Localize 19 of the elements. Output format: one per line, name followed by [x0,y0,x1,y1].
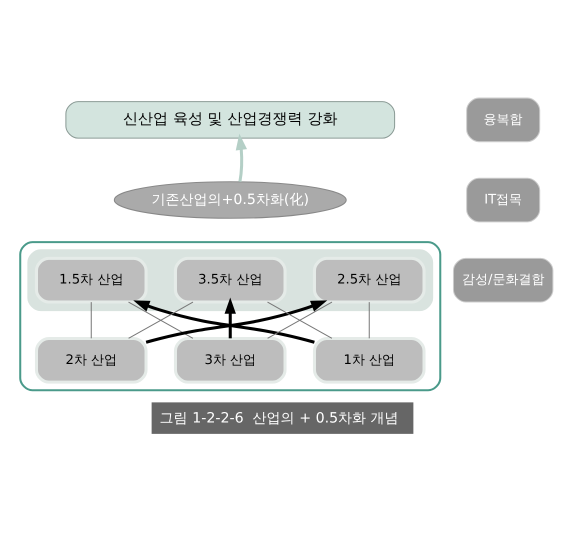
node-ellipse: 기존산업의+0.5차화(化) [114,180,347,218]
connector [267,301,332,338]
node-box: 융복합 [466,97,540,142]
node-box: 감성/문화결합 [452,257,554,302]
connector [368,302,370,338]
node-box: 2차 산업 [34,336,148,384]
node-box: 신산업 육성 및 산업경쟁력 강화 [65,100,396,138]
node-box: IT접목 [466,177,540,222]
connector [128,301,194,338]
node-box: 1.5차 산업 [34,256,148,304]
arrow [236,133,248,182]
cluster [19,240,442,391]
node-box: 2.5차 산업 [312,256,426,304]
node-box: 1차 산업 [312,336,426,384]
arrow [224,297,236,338]
node-box: 3.5차 산업 [174,256,287,304]
caption: 그림 1-2-2-6 산업의 + 0.5차화 개념 [160,410,399,426]
node-box: 3차 산업 [174,336,287,384]
connector [90,302,92,338]
